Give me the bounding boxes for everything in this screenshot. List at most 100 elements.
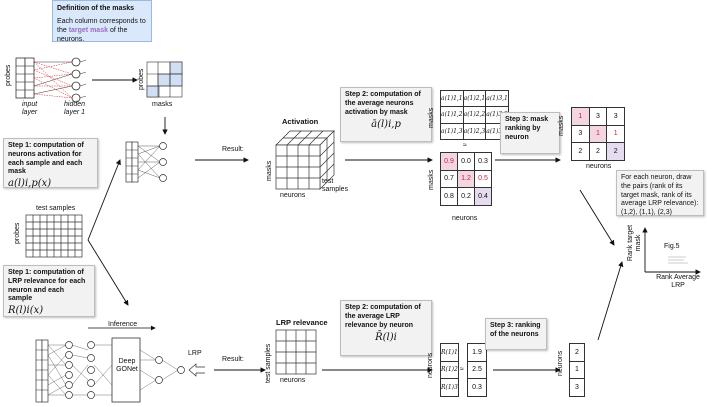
cube-test-samples-label: test samples (322, 178, 349, 193)
r-symbolic-vector: R(1)1 R(1)2 R(1)3 (440, 343, 459, 397)
step3-lrp-box: Step 3: ranking of the neurons (485, 318, 547, 350)
lrp-arrow (188, 363, 205, 377)
definition-text: Each column corresponds to the target ma… (57, 18, 146, 44)
step3-activation-box: Step 3: mask ranking by neuron (500, 112, 560, 154)
hidden-layer-label: hidden layer 1 (64, 101, 86, 116)
hidden-layer-nodes (71, 57, 81, 103)
r-cell: R(1)1 (440, 343, 459, 362)
matrix-cell: a(1)1,1 (440, 89, 464, 108)
matrix-cell: a(1)2,1 (462, 89, 487, 108)
arrow-lrp-to-plot (597, 261, 624, 341)
lrp-title: LRP relevance (276, 318, 328, 327)
lrp-grid (275, 329, 317, 375)
definition-title: Definition of the masks (57, 5, 135, 12)
input-probe-grid (15, 57, 35, 99)
probes-label: probes (5, 64, 12, 86)
r-cell: R(1)2 (440, 360, 459, 380)
matrix-value: 0.3 (474, 152, 492, 171)
lrp-test-samples-label: test samples (265, 343, 272, 383)
num-neurons-label: neurons (452, 215, 478, 222)
r-value: 1.9 (467, 343, 487, 362)
matrix-cell: a(1)3,1 (485, 89, 509, 108)
activation-title: Activation (282, 117, 319, 126)
r-value: 2.5 (467, 360, 487, 380)
cube-neurons-label: neurons (280, 192, 306, 199)
final-pairs-box: For each neuron, draw the pairs (rank of… (616, 170, 704, 216)
lrp-rank-vector: 2 1 3 (569, 343, 585, 397)
branch-lines (87, 159, 129, 306)
r-value: 0.3 (467, 378, 487, 397)
r-cell: R(1)3 (440, 378, 459, 397)
step1-lrp-text: Step 1: computation of LRP relevance for… (8, 269, 86, 303)
step1-activation-box: Step 1: computation of neurons activatio… (3, 138, 98, 189)
matrix-cell: a(1)2,2 (462, 106, 487, 124)
masks-label: masks (152, 101, 173, 108)
step1-lrp-formula: R(l)i(x) (8, 305, 44, 316)
lrp-rank-value: 1 (569, 360, 585, 380)
activation-network (125, 141, 167, 183)
rank-value: 3 (588, 107, 608, 126)
lrp-neurons-label: neurons (280, 377, 306, 384)
probes-grid-label: probes (14, 222, 21, 244)
rank-value: 1 (571, 107, 590, 126)
avg-masks-label: masks (428, 107, 435, 128)
rank-value: 1 (588, 124, 608, 144)
output-stubs (79, 59, 87, 99)
matrix-cell: a(1)2,3 (462, 122, 487, 141)
step3-activation-text: Step 3: mask ranking by neuron (505, 116, 549, 141)
step2-activation-box: Step 2: computation of the average neuro… (340, 87, 432, 142)
matrix-value: 0.7 (440, 169, 458, 189)
target-mask-highlight: target mask (68, 27, 108, 35)
activation-cube (275, 130, 335, 190)
fig5-scatter-hint (668, 256, 688, 264)
step2-lrp-text: Step 2: computation of the average LRP r… (345, 304, 421, 329)
matrix-value: 0.9 (440, 152, 458, 171)
rank-neurons-label: neurons (586, 163, 612, 170)
definition-box: Definition of the masks Each column corr… (52, 0, 152, 44)
step1-activation-text: Step 1: computation of neurons activatio… (8, 142, 84, 176)
rank-value: 1 (606, 124, 625, 144)
test-samples-grid (25, 214, 83, 258)
activation-result-label: Result: (222, 146, 244, 153)
step2-activation-formula: ā(l)i,p (371, 119, 401, 131)
num-masks-label: masks (428, 169, 435, 190)
lrp-rank-neurons-label: neurons (557, 350, 564, 376)
matrix-value: 0.0 (457, 152, 475, 171)
final-pairs-text: For each neuron, draw the pairs (rank of… (621, 174, 699, 216)
lrp-rank-value: 2 (569, 343, 585, 362)
rank-target-mask-axis: Rank target mask (627, 224, 642, 262)
rank-masks-label: masks (558, 115, 565, 136)
rank-value: 2 (588, 142, 608, 161)
connections-solid (33, 61, 73, 95)
approx-sign: ≈ (463, 142, 467, 149)
matrix-value: 0.5 (474, 169, 492, 189)
matrix-value: 1.2 (457, 169, 475, 189)
step2-activation-text: Step 2: computation of the average neuro… (345, 91, 421, 116)
lrp-result-label: Result: (222, 356, 244, 363)
step2-lrp-formula: R̄(l)i (375, 332, 397, 344)
r-neurons-label: neurons (427, 352, 434, 378)
step3-lrp-text: Step 3: ranking of the neurons (490, 322, 541, 338)
cube-masks-label: masks (266, 160, 273, 181)
masks-grid (146, 61, 183, 98)
input-layer-label: input layer (22, 101, 38, 116)
rank-lrp-axis: Rank Average LRP (656, 274, 700, 289)
matrix-value: 0.4 (474, 187, 492, 206)
matrix-cell: a(1)1,3 (440, 122, 464, 141)
matrix-cell: a(1)1,2 (440, 106, 464, 124)
r-approx: ≈ (460, 366, 464, 373)
test-samples-label: test samples (36, 205, 76, 212)
step1-lrp-box: Step 1: computation of LRP relevance for… (3, 265, 95, 317)
lrp-rank-value: 3 (569, 378, 585, 397)
arrow-rank-to-plot (579, 189, 615, 246)
lrp-label: LRP (188, 350, 202, 357)
deep-gonet-label: Deep GONet (116, 358, 138, 374)
inference-label: Inference (108, 321, 138, 328)
matrix-value: 0.8 (440, 187, 458, 206)
rank-value: 2 (606, 142, 625, 161)
deepgonet-network (35, 337, 185, 403)
r-values-vector: 1.9 2.5 0.3 (467, 343, 487, 397)
